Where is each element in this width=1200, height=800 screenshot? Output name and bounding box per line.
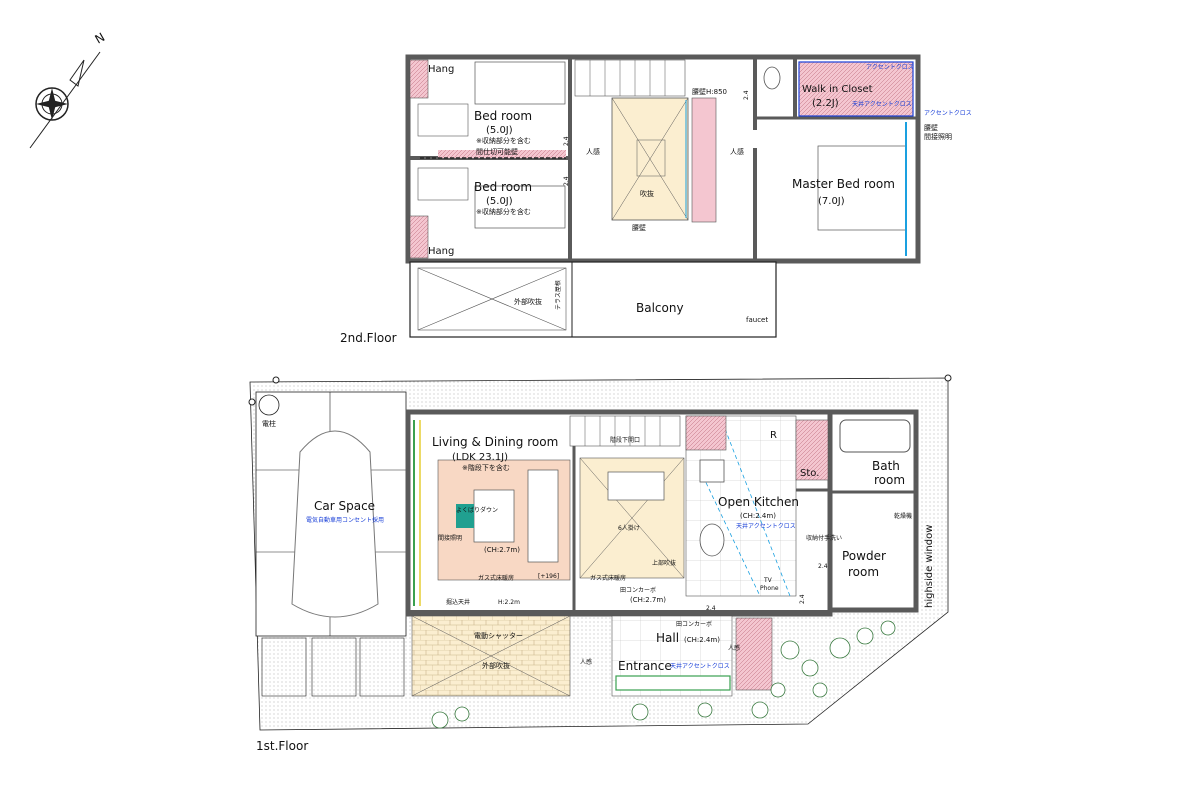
ldk-lighting: 間接照明 bbox=[438, 534, 462, 542]
ldk-note: ※階段下を含む bbox=[462, 463, 510, 472]
bedroom1-size: (5.0J) bbox=[486, 125, 513, 136]
outer-void-label: 外部吹抜 bbox=[514, 297, 542, 306]
balcony-label: Balcony bbox=[636, 301, 684, 315]
downlight-label: よくばりダウン bbox=[456, 506, 498, 514]
walkin-name: Walk in Closet bbox=[802, 84, 873, 95]
walkin-ceiling: 天井アクセントクロス bbox=[852, 100, 912, 108]
master-note2: 間接照明 bbox=[924, 132, 952, 141]
embed-ceiling: 掘込天井 bbox=[446, 598, 470, 606]
open-kitchen-label: Open Kitchen bbox=[718, 495, 799, 509]
terrace-note: テラス屋根 bbox=[554, 280, 562, 310]
faucet-label: faucet bbox=[746, 316, 768, 324]
tv-label: TV bbox=[763, 577, 773, 584]
dim-b: 2.4 bbox=[563, 176, 570, 186]
hall-label: Hall bbox=[656, 631, 679, 645]
gas-heat1: ガス式床暖房 bbox=[478, 574, 514, 582]
jinkan-right: 人感 bbox=[730, 147, 744, 156]
car-note: 電気自動車用コンセント採用 bbox=[306, 516, 384, 524]
sink-note: 収納付手洗い bbox=[806, 534, 842, 542]
bedroom2-note: ※収納部分を含む bbox=[476, 207, 531, 216]
ldk-ch: (CH:2.7m) bbox=[484, 546, 520, 554]
dim3: 2.4 bbox=[799, 594, 806, 604]
counter1: 田コンカーボ bbox=[620, 586, 656, 594]
master-size: (7.0J) bbox=[818, 196, 845, 207]
partition-note: 間仕切可能壁 bbox=[476, 147, 518, 156]
sto-label: Sto. bbox=[800, 468, 819, 479]
dim-c: 2.4 bbox=[743, 90, 750, 100]
entrance-ceiling: 天井アクセントクロス bbox=[670, 662, 730, 670]
first-floor-plan bbox=[248, 374, 952, 731]
entrance-label: Entrance bbox=[618, 659, 672, 673]
svg-text:N: N bbox=[93, 30, 108, 47]
kitchen-ceiling: 天井アクセントクロス bbox=[736, 522, 796, 530]
ceiling-h: H:2.2m bbox=[498, 599, 520, 606]
kitchen-ch: (CH:2.4m) bbox=[740, 512, 776, 520]
bedroom2-size: (5.0J) bbox=[486, 196, 513, 207]
bedroom1-name: Bed room bbox=[474, 109, 532, 123]
shutter-label: 電動シャッター bbox=[474, 631, 523, 640]
upper-void: 上部吹抜 bbox=[652, 559, 676, 567]
r-mark: R bbox=[770, 430, 777, 441]
walkin-accent: アクセントクロス bbox=[866, 64, 914, 71]
master-name: Master Bed room bbox=[792, 177, 895, 191]
outer-void-1f: 外部吹抜 bbox=[482, 661, 510, 670]
walkin-size: (2.2J) bbox=[812, 98, 839, 109]
hang-top-label: Hang bbox=[428, 64, 454, 75]
highside-label: highside window bbox=[924, 525, 935, 608]
hall-ch: (CH:2.4m) bbox=[684, 636, 720, 644]
car-space-label: Car Space bbox=[314, 499, 375, 513]
second-floor-label: 2nd.Floor bbox=[340, 331, 397, 345]
pole-label: 電柱 bbox=[262, 419, 276, 428]
plus196-label: [+196] bbox=[538, 573, 559, 580]
gas-heat2: ガス式床暖房 bbox=[590, 574, 626, 582]
stair-under-label: 階段下開口 bbox=[610, 436, 640, 444]
master-note1: 腰壁 bbox=[924, 123, 938, 132]
ldk-name: Living & Dining room bbox=[432, 435, 558, 449]
dim1: 2.4 bbox=[706, 605, 716, 612]
powder-label: Powder bbox=[842, 549, 886, 563]
first-floor-label: 1st.Floor bbox=[256, 739, 308, 753]
bedroom1-note: ※収納部分を含む bbox=[476, 136, 531, 145]
dim-a: 2.4 bbox=[563, 136, 570, 146]
master-accent: アクセントクロス bbox=[924, 110, 972, 117]
second-floor-plan bbox=[405, 54, 921, 338]
bedroom2-name: Bed room bbox=[474, 180, 532, 194]
jinkan1: 人感 bbox=[580, 658, 592, 666]
jinkan2: 人感 bbox=[728, 644, 740, 652]
hang-bottom-label: Hang bbox=[428, 246, 454, 257]
bath-label-2: room bbox=[874, 473, 905, 487]
dim2: 2.4 bbox=[818, 563, 828, 570]
compass-icon: N bbox=[29, 30, 108, 149]
six-seats: 6人掛け bbox=[618, 524, 640, 532]
powder-label-2: room bbox=[848, 565, 879, 579]
railing-label: 腰壁H:850 bbox=[692, 87, 727, 96]
dryer-label: 乾燥機 bbox=[894, 512, 912, 520]
counter2: 田コンカーボ bbox=[676, 620, 712, 628]
void-label: 吹抜 bbox=[640, 189, 654, 198]
bath-label: Bath bbox=[872, 459, 900, 473]
dining-ch: (CH:2.7m) bbox=[630, 596, 666, 604]
phone-label: Phone bbox=[760, 585, 779, 592]
ldk-size: (LDK 23.1J) bbox=[452, 452, 508, 463]
koshikabe-label: 腰壁 bbox=[632, 223, 646, 232]
jinkan-left: 人感 bbox=[586, 147, 600, 156]
